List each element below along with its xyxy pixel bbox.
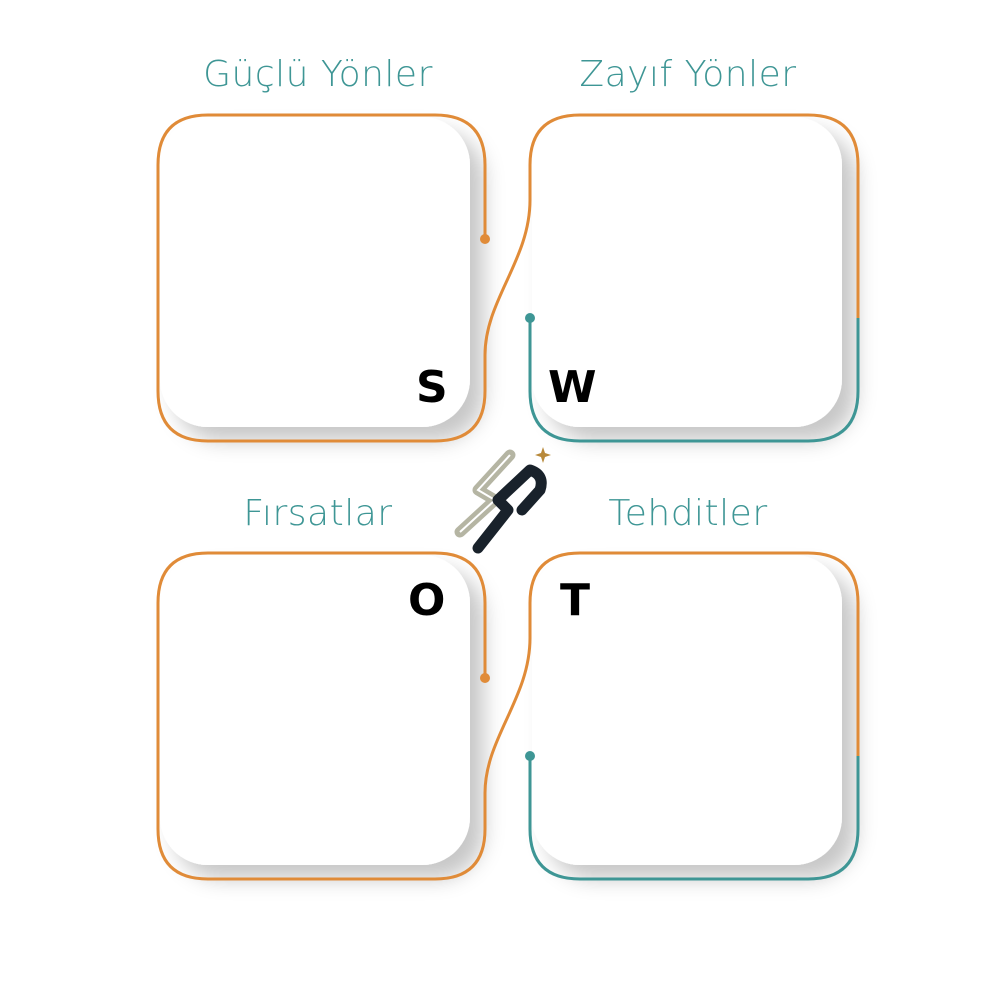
panel-s — [160, 117, 470, 427]
panel-o — [160, 555, 470, 865]
ss-logo-icon — [454, 447, 551, 554]
panel-shadows — [160, 117, 842, 865]
title-threats: Tehditler — [608, 493, 768, 534]
panel-t — [532, 555, 842, 865]
connector-dot — [480, 673, 490, 683]
outline-top-orange — [156, 113, 860, 443]
outline-top-teal — [528, 318, 860, 443]
outline-bottom-orange — [156, 551, 860, 881]
panel-w — [532, 117, 842, 427]
connector-dot — [525, 751, 535, 761]
title-weaknesses: Zayıf Yönler — [579, 54, 797, 95]
letter-w: W — [548, 362, 597, 413]
outline-bottom-teal — [528, 756, 860, 881]
title-strengths: Güçlü Yönler — [203, 54, 433, 95]
title-opportunities: Fırsatlar — [243, 493, 393, 534]
connector-dot — [480, 234, 490, 244]
letter-s: S — [416, 362, 448, 413]
letter-t: T — [560, 575, 591, 626]
connector-dot — [525, 313, 535, 323]
letter-o: O — [408, 575, 446, 626]
